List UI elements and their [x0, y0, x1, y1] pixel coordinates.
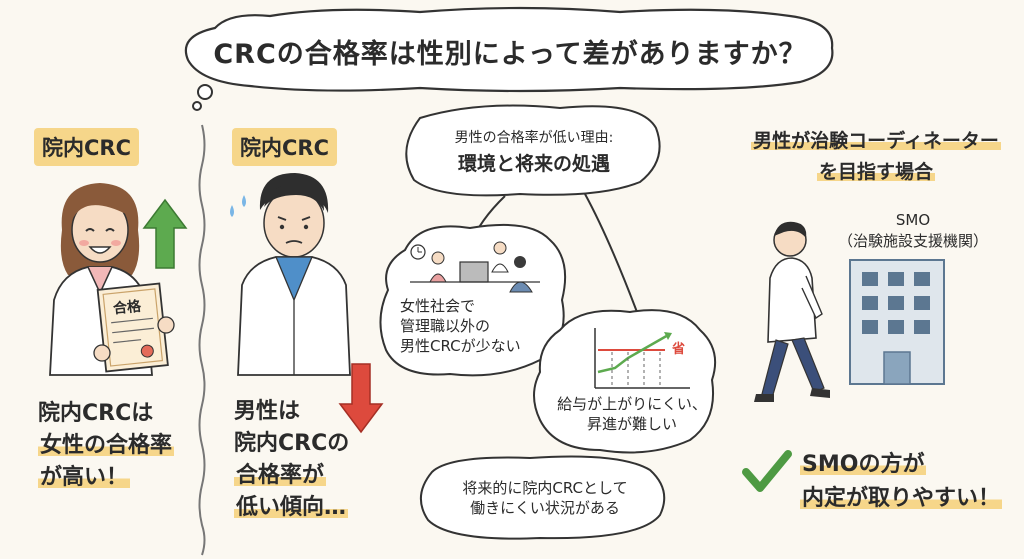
- left-caption-line-2: 女性の合格率: [38, 433, 175, 458]
- middle-caption-line-3: 合格率が: [234, 463, 327, 488]
- smo-name: SMO: [895, 211, 931, 229]
- smo-full: （治験施設支援機関）: [838, 232, 989, 250]
- salary-line-2: 昇進が難しい: [586, 415, 677, 433]
- right-result: SMOの方が 内定が取りやすい！: [800, 448, 1003, 516]
- office-line-1: 女性社会で: [400, 297, 476, 315]
- office-line-2: 管理職以外の: [400, 317, 491, 335]
- right-heading: 男性が治験コーディネーター を目指す場合: [738, 126, 1014, 188]
- down-arrow-icon: [338, 363, 384, 434]
- female-crc-illustration: [49, 183, 175, 376]
- future-line-1: 将来的に院内CRCとして: [462, 479, 628, 497]
- office-line-3: 男性CRCが少ない: [400, 337, 521, 355]
- right-result-line-1: SMOの方が: [800, 452, 927, 477]
- check-icon: [742, 450, 792, 492]
- salary-line-1: 給与が上がりにくい、: [557, 395, 707, 413]
- walking-man-illustration: [754, 221, 830, 402]
- middle-panel-label: 院内CRC: [232, 128, 337, 166]
- panel-divider: [198, 124, 206, 556]
- smo-label: SMO （治験施設支援機関）: [838, 210, 988, 252]
- middle-caption: 男性は 院内CRCの 合格率が 低い傾向…: [234, 396, 349, 524]
- middle-caption-line-2: 院内CRCの: [234, 431, 350, 456]
- right-result-line-2: 内定が取りやすい！: [800, 486, 1003, 511]
- left-caption-line-1: 院内CRCは: [38, 401, 154, 426]
- reasons-header: 男性の合格率が低い理由: 環境と将来の処遇: [416, 128, 652, 179]
- office-bubble-text: 女性社会で 管理職以外の 男性CRCが少ない: [400, 296, 550, 356]
- salary-bubble-text: 給与が上がりにくい、 昇進が難しい: [552, 394, 712, 434]
- middle-caption-line-4: 低い傾向…: [234, 495, 349, 520]
- right-heading-line-1: 男性が治験コーディネーター: [751, 130, 1001, 152]
- reasons-header-line-2: 環境と将来の処遇: [457, 153, 610, 175]
- left-panel-label: 院内CRC: [34, 128, 139, 166]
- left-caption: 院内CRCは 女性の合格率 が高い！: [38, 398, 175, 494]
- future-line-2: 働きにくい状況がある: [470, 499, 620, 517]
- page-title: CRCの合格率は性別によって差がありますか？: [213, 39, 807, 70]
- chart-mark-label: 省: [672, 342, 686, 357]
- title-bubble: [184, 6, 834, 111]
- future-bubble-text: 将来的に院内CRCとして 働きにくい状況がある: [430, 478, 660, 518]
- male-crc-illustration: [230, 173, 351, 376]
- reasons-header-line-1: 男性の合格率が低い理由:: [454, 130, 614, 146]
- up-arrow-icon: [142, 198, 188, 269]
- left-caption-line-3: が高い！: [38, 465, 131, 490]
- middle-caption-line-1: 男性は: [234, 399, 301, 424]
- right-heading-line-2: を目指す場合: [816, 161, 935, 183]
- smo-building-icon: [849, 259, 945, 385]
